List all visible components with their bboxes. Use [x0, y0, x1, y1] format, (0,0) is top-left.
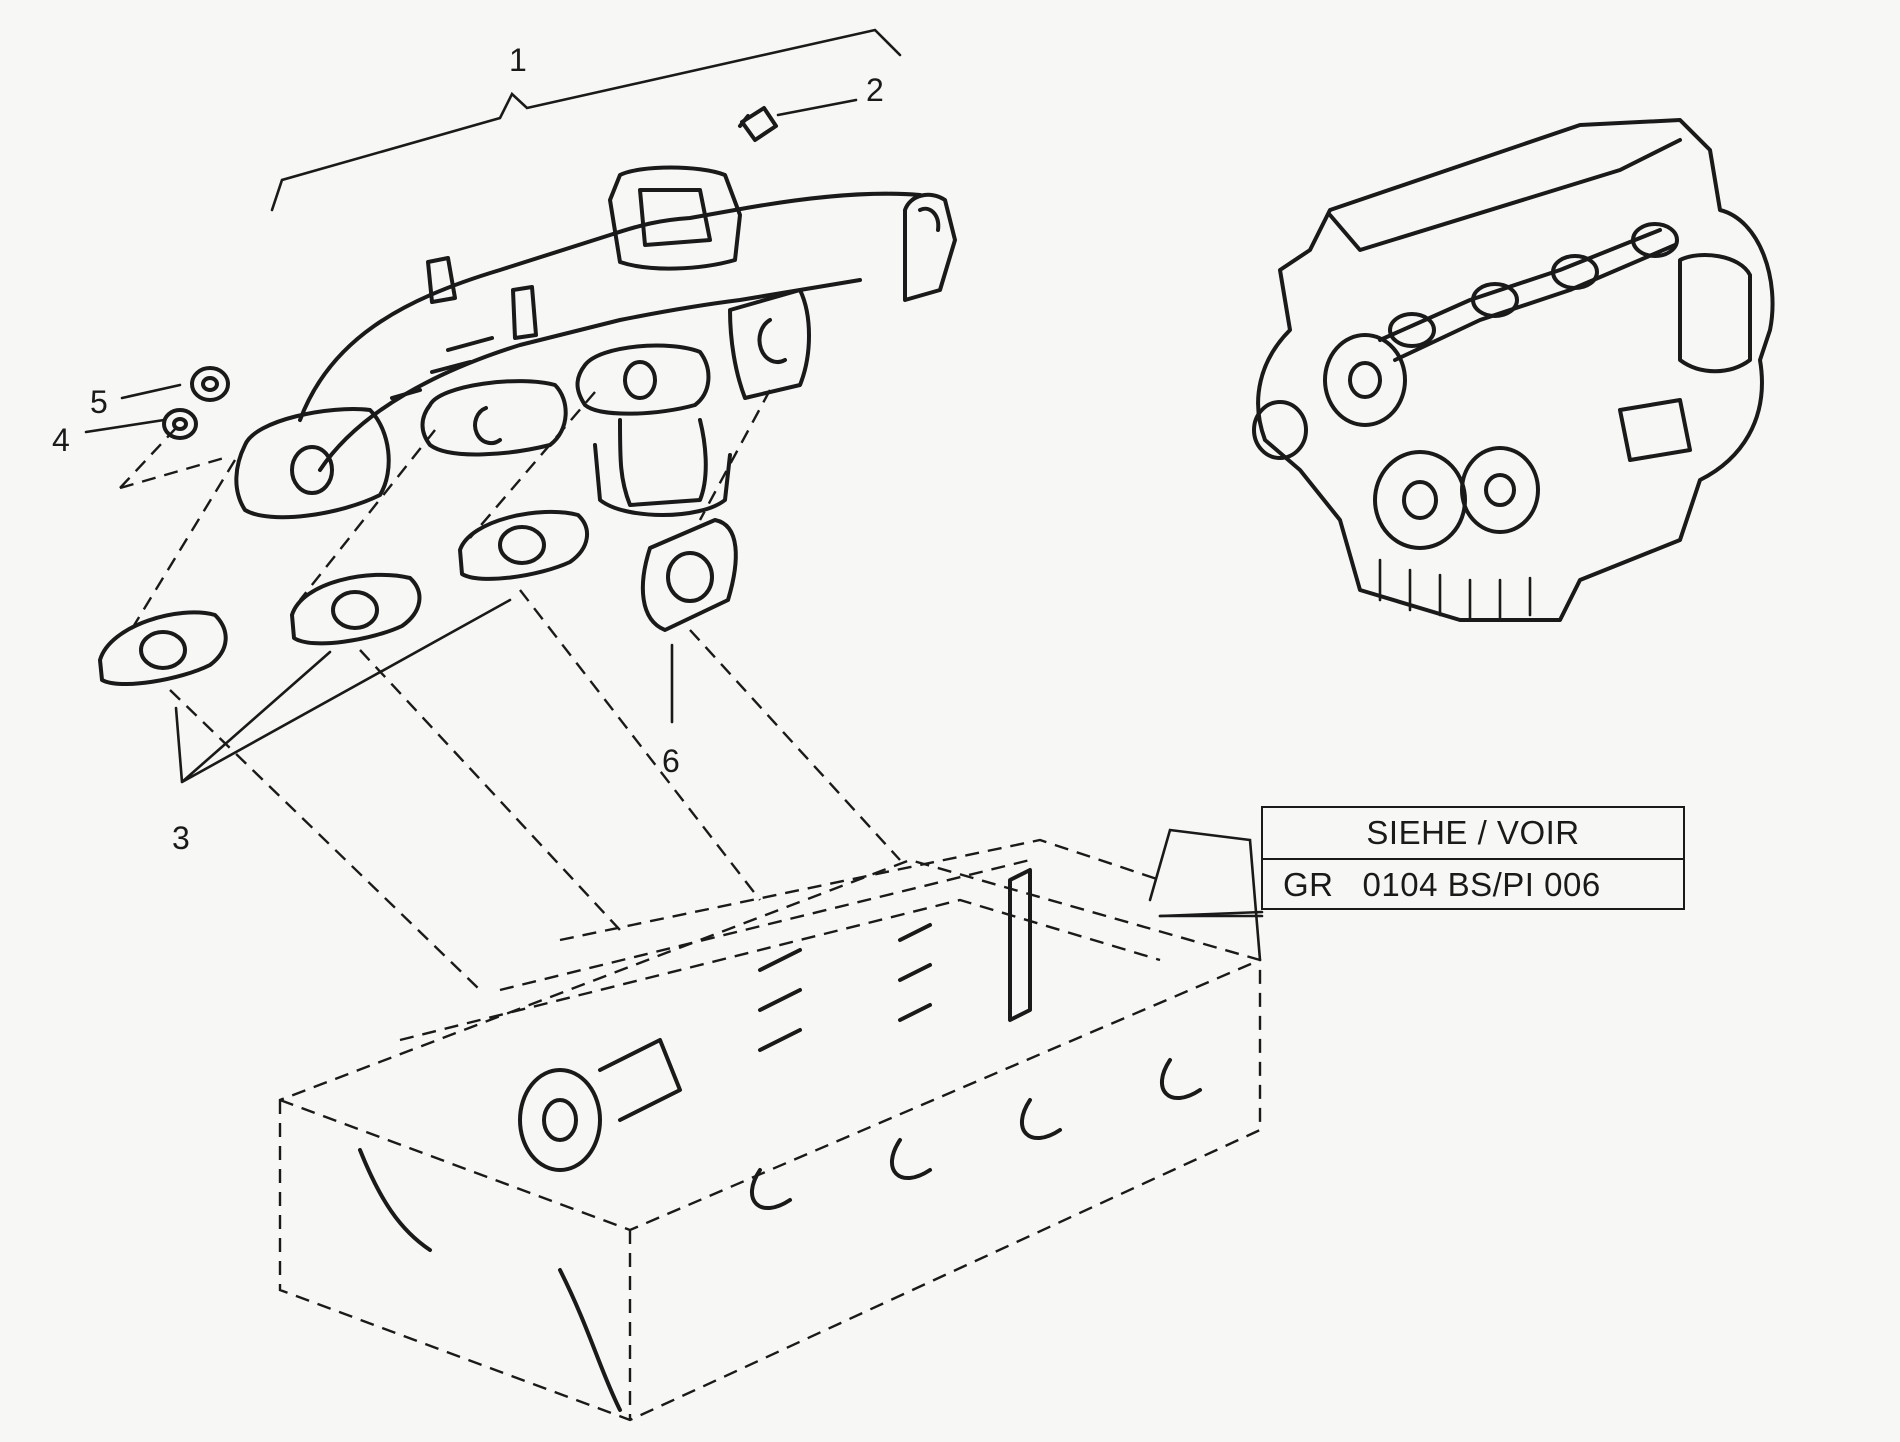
engine-overview	[1252, 118, 1775, 622]
callout-5: 5	[90, 384, 108, 420]
cylinder-head	[278, 828, 1264, 1422]
callout-4: 4	[52, 422, 70, 458]
callout-6: 6	[662, 743, 680, 779]
leader-4	[84, 418, 166, 434]
leader-3	[174, 598, 512, 784]
gasket-3b	[290, 572, 422, 646]
gasket-3c	[458, 510, 589, 581]
reference-box-line2: GR 0104 BS/PI 006	[1283, 866, 1601, 903]
gasket-6	[640, 518, 738, 632]
reference-box-line1: SIEHE / VOIR	[1263, 808, 1683, 860]
bracket-1	[270, 28, 902, 212]
exhaust-manifold	[234, 165, 957, 520]
gasket-3a	[98, 610, 228, 687]
callout-3: 3	[172, 820, 190, 856]
reference-box: SIEHE / VOIR GR 0104 BS/PI 006	[1261, 806, 1685, 910]
callout-1: 1	[509, 42, 527, 78]
plug-2	[738, 106, 778, 142]
leader-5	[120, 383, 182, 400]
nut-5	[190, 366, 230, 402]
leader-2	[776, 98, 858, 117]
callout-2: 2	[866, 72, 884, 108]
alignment-lines	[119, 389, 901, 991]
nut-4	[162, 408, 198, 440]
ref-box-connector	[1158, 910, 1264, 918]
